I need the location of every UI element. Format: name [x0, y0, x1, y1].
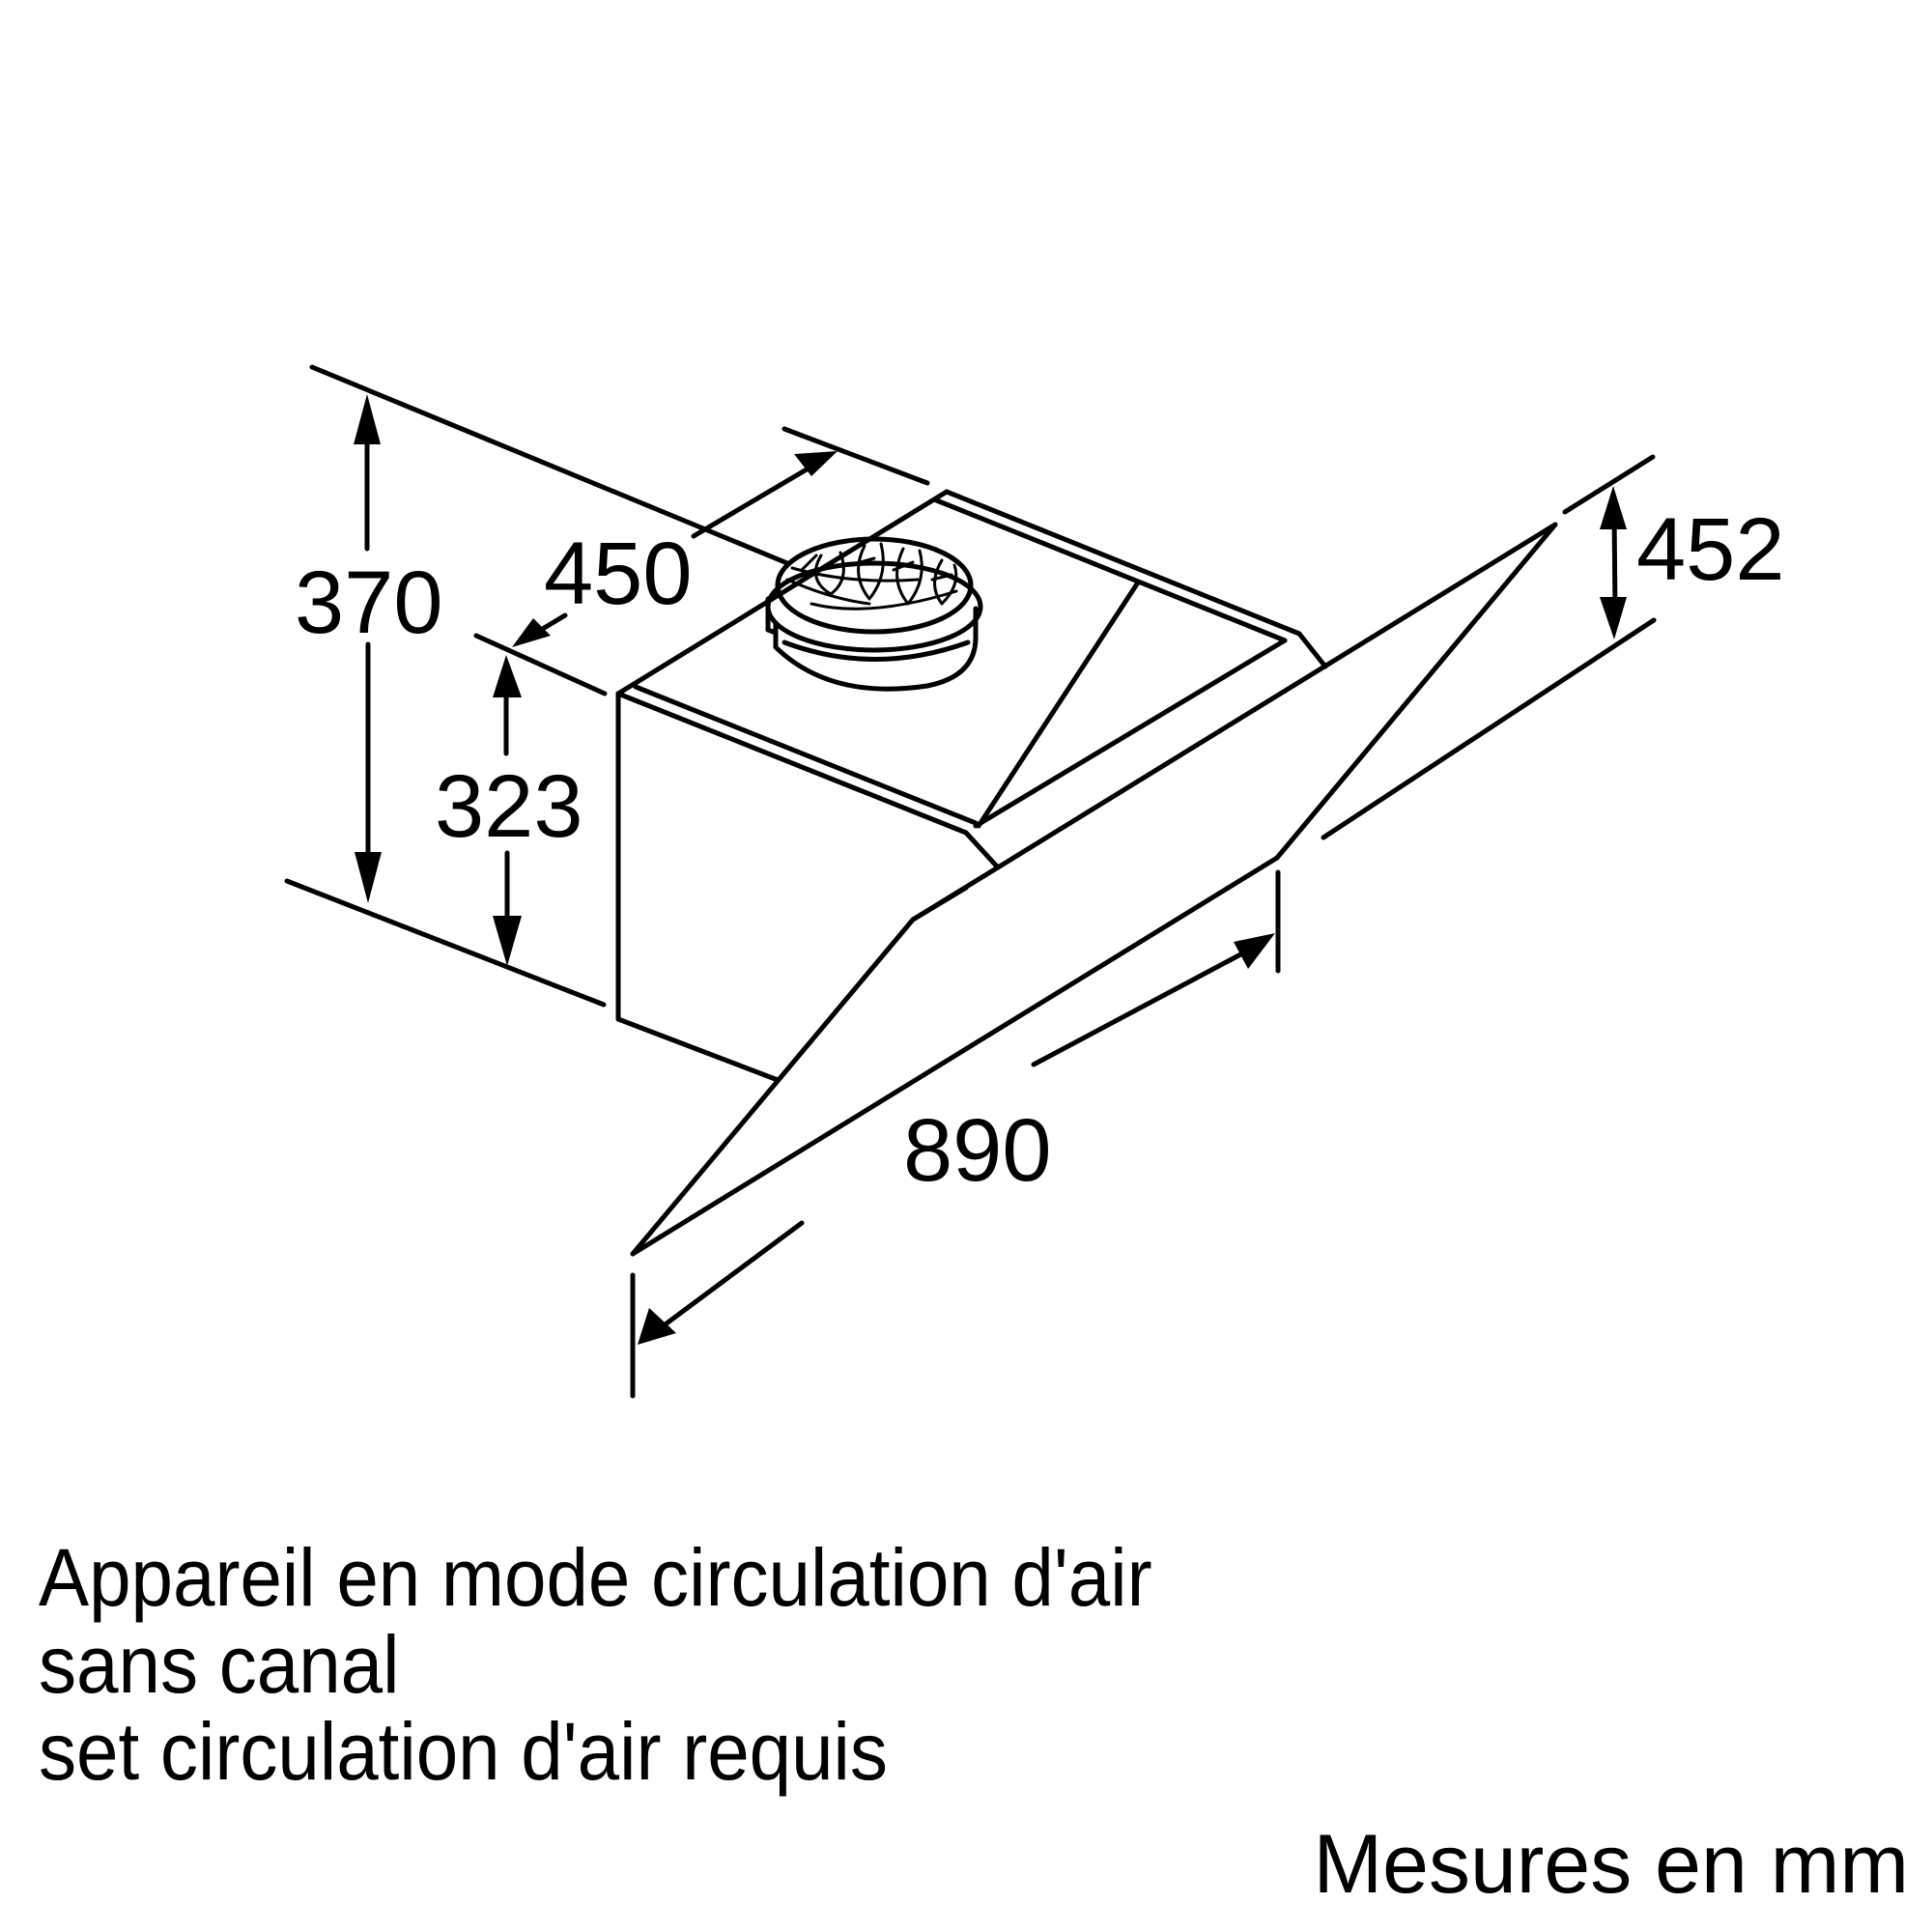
dimension-890: 890 — [638, 933, 1275, 1345]
caption-line-3: set circulation d'air requis — [39, 1706, 888, 1797]
circulation-filter-icon — [765, 536, 983, 692]
caption-line-2: sans canal — [39, 1619, 400, 1710]
chimney-body — [615, 489, 1328, 1083]
dimension-label-323: 323 — [435, 757, 583, 856]
units-note: Mesures en mm — [1313, 1818, 1910, 1911]
dimension-450: 450 — [512, 451, 838, 647]
glass-canopy — [630, 522, 1558, 1257]
caption-line-1: Appareil en mode circulation d'air — [39, 1532, 1152, 1623]
dimension-452: 452 — [1600, 486, 1785, 639]
dimension-370: 370 — [295, 394, 443, 903]
caption-text: Appareil en mode circulation d'air sans … — [39, 1534, 1152, 1795]
extension-lines — [284, 364, 1657, 1399]
dimension-323: 323 — [435, 655, 583, 966]
dimension-label-452: 452 — [1636, 500, 1785, 599]
dimension-label-370: 370 — [295, 554, 443, 652]
dimension-label-890: 890 — [903, 1101, 1052, 1200]
dimension-label-450: 450 — [544, 525, 693, 623]
